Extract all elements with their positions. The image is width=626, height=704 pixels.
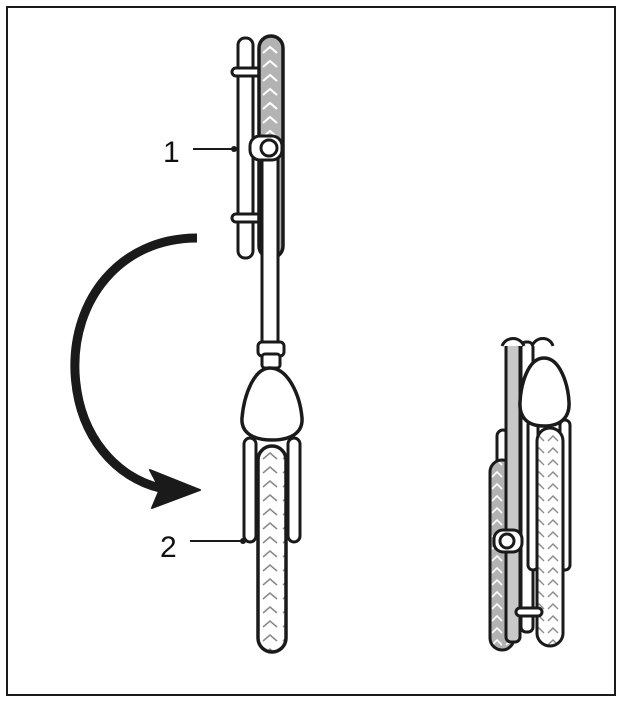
folded-hinge-bolt <box>498 532 516 550</box>
folded-top-cap-right <box>530 337 555 347</box>
steering-column <box>260 138 280 352</box>
callout-label-2: 2 <box>160 531 177 564</box>
folded-top-cap-left <box>500 337 526 347</box>
callout-dot-2 <box>240 538 246 544</box>
folded-steering-column <box>504 340 522 644</box>
folded-clip <box>514 606 544 618</box>
rear-fork-left <box>242 436 258 544</box>
folded-scooter <box>488 337 572 652</box>
arrow-curve <box>70 233 198 493</box>
arrow-head <box>149 469 201 509</box>
hinge-bolt <box>259 138 279 158</box>
folded-seat <box>518 356 571 428</box>
callout-2: 2 <box>160 531 246 564</box>
seat <box>240 366 304 442</box>
diagram-border <box>6 6 616 696</box>
callout-label-1: 1 <box>163 136 180 169</box>
callout-dot-1 <box>231 146 237 152</box>
rear-wheel <box>256 444 288 654</box>
folded-rear-wheel <box>535 426 565 648</box>
callout-1: 1 <box>163 136 237 169</box>
rear-fork-right <box>286 436 302 544</box>
unfolded-scooter <box>230 34 304 654</box>
fold-direction-arrow <box>70 233 201 509</box>
frame-neck <box>260 352 282 370</box>
